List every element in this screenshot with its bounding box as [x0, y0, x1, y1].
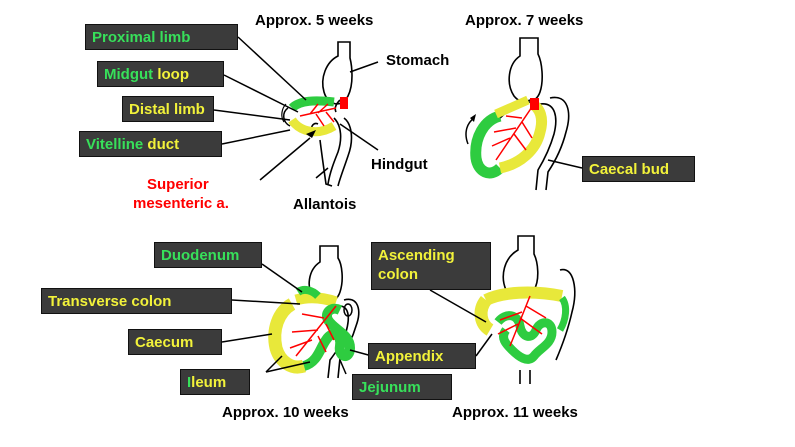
heading-5-weeks: Approx. 5 weeks — [255, 12, 374, 29]
small-intestine-11w — [494, 311, 557, 364]
duct-text: duct — [143, 136, 180, 153]
hindgut-label: Hindgut — [371, 156, 428, 173]
loop-text: loop — [153, 66, 189, 83]
distal-limb-text: Distal limb — [129, 101, 205, 118]
superior-mesenteric-artery-label: Superior mesenteric a. — [133, 175, 229, 213]
artery-origin-5w — [340, 97, 348, 109]
caecum-10w — [268, 298, 307, 374]
ileum-green-text: I — [187, 374, 192, 391]
hindgut-5w — [337, 117, 353, 187]
appendix-label: Appendix — [368, 343, 476, 369]
allantois-label: Allantois — [293, 196, 357, 213]
caecal-bud-label: Caecal bud — [582, 156, 695, 182]
midgut-loop-label: Midgut loop — [97, 61, 224, 87]
panel-10-weeks — [308, 245, 360, 379]
proximal-limb-label: Proximal limb — [85, 24, 238, 50]
artery-10w — [289, 305, 337, 357]
caecum-label: Caecum — [128, 329, 222, 355]
jejunum-label: Jejunum — [352, 374, 452, 400]
panel-5-weeks — [310, 41, 353, 187]
ileum-jejunum-10w — [302, 303, 356, 371]
artery-11w — [497, 295, 547, 347]
artery-7w — [491, 103, 535, 161]
distal-limb-5w — [288, 117, 337, 137]
ascending-colon-11w — [474, 295, 494, 336]
superior-mesenteric-line1: Superior — [147, 176, 209, 193]
artery-origin-7w — [530, 98, 539, 110]
transverse-colon-11w — [483, 286, 564, 306]
allantois-5w — [319, 139, 333, 187]
midgut-text: Midgut — [104, 66, 154, 83]
proximal-limb-5w — [288, 96, 335, 112]
appendix-text: Appendix — [375, 348, 444, 365]
hindgut-7w — [545, 96, 570, 191]
duodenum-label: Duodenum — [154, 242, 262, 268]
stomach-7w — [508, 37, 543, 104]
ascending-colon-line1: Ascending — [378, 247, 455, 264]
vitelline-duct-label: Vitelline duct — [79, 131, 222, 157]
ascending-colon-line2: colon — [378, 266, 418, 283]
proximal-limb-text: Proximal limb — [92, 29, 191, 46]
superior-mesenteric-line2: mesenteric a. — [133, 195, 229, 212]
heading-11-weeks: Approx. 11 weeks — [452, 404, 578, 421]
stomach-5w — [322, 41, 353, 105]
leader-lines — [213, 36, 583, 375]
proximal-limb-7w — [470, 110, 504, 179]
heading-7-weeks: Approx. 7 weeks — [465, 12, 584, 29]
transverse-colon-label: Transverse colon — [41, 288, 232, 314]
artery-5w — [299, 103, 337, 127]
vitelline-text: Vitelline — [86, 136, 144, 153]
heading-10-weeks: Approx. 10 weeks — [222, 404, 349, 421]
distal-limb-label: Distal limb — [122, 96, 214, 122]
stomach-label: Stomach — [386, 52, 450, 69]
ileum-yellow-text: leum — [191, 374, 227, 391]
ascending-colon-label: Ascending colon — [371, 242, 491, 290]
jejunum-text: Jejunum — [359, 379, 421, 396]
transverse-colon-10w — [294, 292, 338, 308]
caecum-text: Caecum — [135, 334, 194, 351]
transverse-colon-text: Transverse colon — [48, 293, 172, 310]
caecal-bud-text: Caecal bud — [589, 161, 670, 178]
ileum-label: Ileum — [180, 369, 250, 395]
duodenum-text: Duodenum — [161, 247, 240, 264]
